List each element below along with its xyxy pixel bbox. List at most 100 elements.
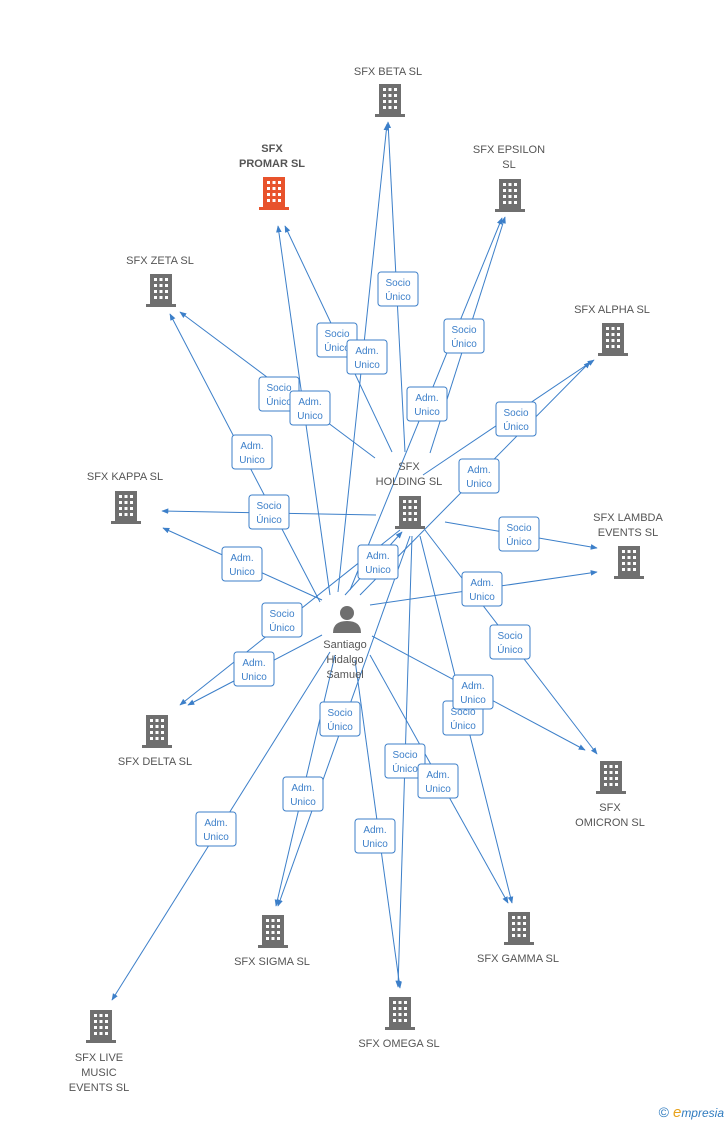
edge-label-line: Único xyxy=(392,762,418,775)
node-label-line: SFX DELTA SL xyxy=(118,756,192,768)
company-node-zeta[interactable]: SFX ZETA SL xyxy=(126,255,194,307)
edge-label-line: Único xyxy=(269,621,295,634)
edge-label-line: Único xyxy=(451,337,477,350)
edge-label-line: Socio xyxy=(450,707,475,718)
edge-label-santiago-to-beta[interactable]: Adm.Unico xyxy=(346,339,388,375)
node-label-line: Santiago xyxy=(323,639,366,651)
edge-label-line: Adm. xyxy=(204,818,227,829)
edge-label-santiago-to-omega[interactable]: Adm.Unico xyxy=(354,818,396,854)
node-label-line: Samuel xyxy=(326,669,363,681)
company-node-delta[interactable]: SFX DELTA SL xyxy=(118,715,192,768)
node-label-line: SL xyxy=(502,159,515,171)
edge-label-santiago-to-kappa[interactable]: Adm.Unico xyxy=(221,546,263,582)
building-icon xyxy=(598,323,628,356)
node-label-line: SFX BETA SL xyxy=(354,66,422,78)
building-icon xyxy=(385,997,415,1030)
company-node-omega[interactable]: SFX OMEGA SL xyxy=(358,997,440,1050)
node-label-line: SFX LIVE xyxy=(75,1052,123,1064)
empresia-logo[interactable]: ©empresia xyxy=(659,1104,724,1121)
edge-label-santiago-to-delta[interactable]: Adm.Unico xyxy=(233,651,275,687)
edge-label-santiago-to-sigma[interactable]: Adm.Unico xyxy=(282,776,324,812)
edge-label-line: Adm. xyxy=(366,551,389,562)
building-icon xyxy=(86,1010,116,1043)
edge-label-box xyxy=(377,271,419,307)
edge-label-santiago-to-holding[interactable]: Adm.Unico xyxy=(357,544,399,580)
edge-label-line: Socio xyxy=(327,708,352,719)
edge-label-box xyxy=(221,546,263,582)
building-icon xyxy=(146,274,176,307)
edge-label-line: Único xyxy=(497,643,523,656)
company-node-sigma[interactable]: SFX SIGMA SL xyxy=(234,915,310,968)
edge-label-santiago-to-omicron[interactable]: Adm.Unico xyxy=(452,674,494,710)
company-node-gamma[interactable]: SFX GAMMA SL xyxy=(477,912,559,965)
edge-label-box xyxy=(443,318,485,354)
edge-label-santiago-to-gamma[interactable]: Adm.Unico xyxy=(417,763,459,799)
building-icon xyxy=(614,546,644,579)
node-label-line: Hidalgo xyxy=(326,654,363,666)
building-icon xyxy=(258,915,288,948)
building-icon xyxy=(596,761,626,794)
edge-label-santiago-to-live[interactable]: Adm.Unico xyxy=(195,811,237,847)
node-label-line: SFX ALPHA SL xyxy=(574,304,650,316)
edge-label-box xyxy=(248,494,290,530)
edge-label-box xyxy=(195,811,237,847)
node-label-line: PROMAR SL xyxy=(239,158,305,170)
node-label-line: SFX SIGMA SL xyxy=(234,956,310,968)
edge-label-line: Socio xyxy=(392,750,417,761)
edge-label-line: Único xyxy=(324,341,350,354)
edge-label-line: Socio xyxy=(497,631,522,642)
node-label-line: SFX GAMMA SL xyxy=(477,953,559,965)
edge-label-box xyxy=(231,434,273,470)
node-label-line: SFX xyxy=(398,461,420,473)
node-label-line: OMICRON SL xyxy=(575,817,645,829)
edge-label-santiago-to-lambda[interactable]: Adm.Unico xyxy=(461,571,503,607)
edge-label-line: Único xyxy=(266,395,292,408)
edge-label-box xyxy=(319,701,361,737)
edge-label-box xyxy=(357,544,399,580)
edge-label-line: Adm. xyxy=(230,553,253,564)
company-node-beta[interactable]: SFX BETA SL xyxy=(354,66,422,117)
edge-label-line: Unico xyxy=(239,455,265,466)
edge-label-box xyxy=(489,624,531,660)
edge-label-box xyxy=(346,339,388,375)
edge-label-box xyxy=(498,516,540,552)
building-icon xyxy=(495,179,525,212)
edge-label-line: Socio xyxy=(256,501,281,512)
edge-label-box xyxy=(233,651,275,687)
edge-label-line: Unico xyxy=(469,592,495,603)
edge-label-line: Adm. xyxy=(415,393,438,404)
edge-label-line: Unico xyxy=(425,784,451,795)
edge-label-line: Adm. xyxy=(467,465,490,476)
edge-label-santiago-to-zeta[interactable]: Adm. Unico xyxy=(231,434,273,470)
edge-label-santiago-to-promar[interactable]: Adm.Unico xyxy=(289,390,331,426)
edge-label-line: Adm. xyxy=(298,397,321,408)
node-label-line: HOLDING SL xyxy=(376,476,443,488)
company-node-holding[interactable]: SFX HOLDING SL xyxy=(376,461,443,529)
company-node-alpha[interactable]: SFX ALPHA SL xyxy=(574,304,650,356)
building-icon xyxy=(111,491,141,524)
node-label-line: SFX ZETA SL xyxy=(126,255,194,267)
edge-label-line: Adm. xyxy=(240,441,263,452)
edge-label-line: Unico xyxy=(362,839,388,850)
building-icon xyxy=(504,912,534,945)
edge-label-line: Unico xyxy=(414,407,440,418)
company-node-kappa[interactable]: SFX KAPPA SL xyxy=(87,471,163,524)
edge-label-santiago-to-alpha[interactable]: Adm.Unico xyxy=(458,458,500,494)
edge-label-santiago-to-epsilon[interactable]: Adm. Unico xyxy=(406,386,448,422)
